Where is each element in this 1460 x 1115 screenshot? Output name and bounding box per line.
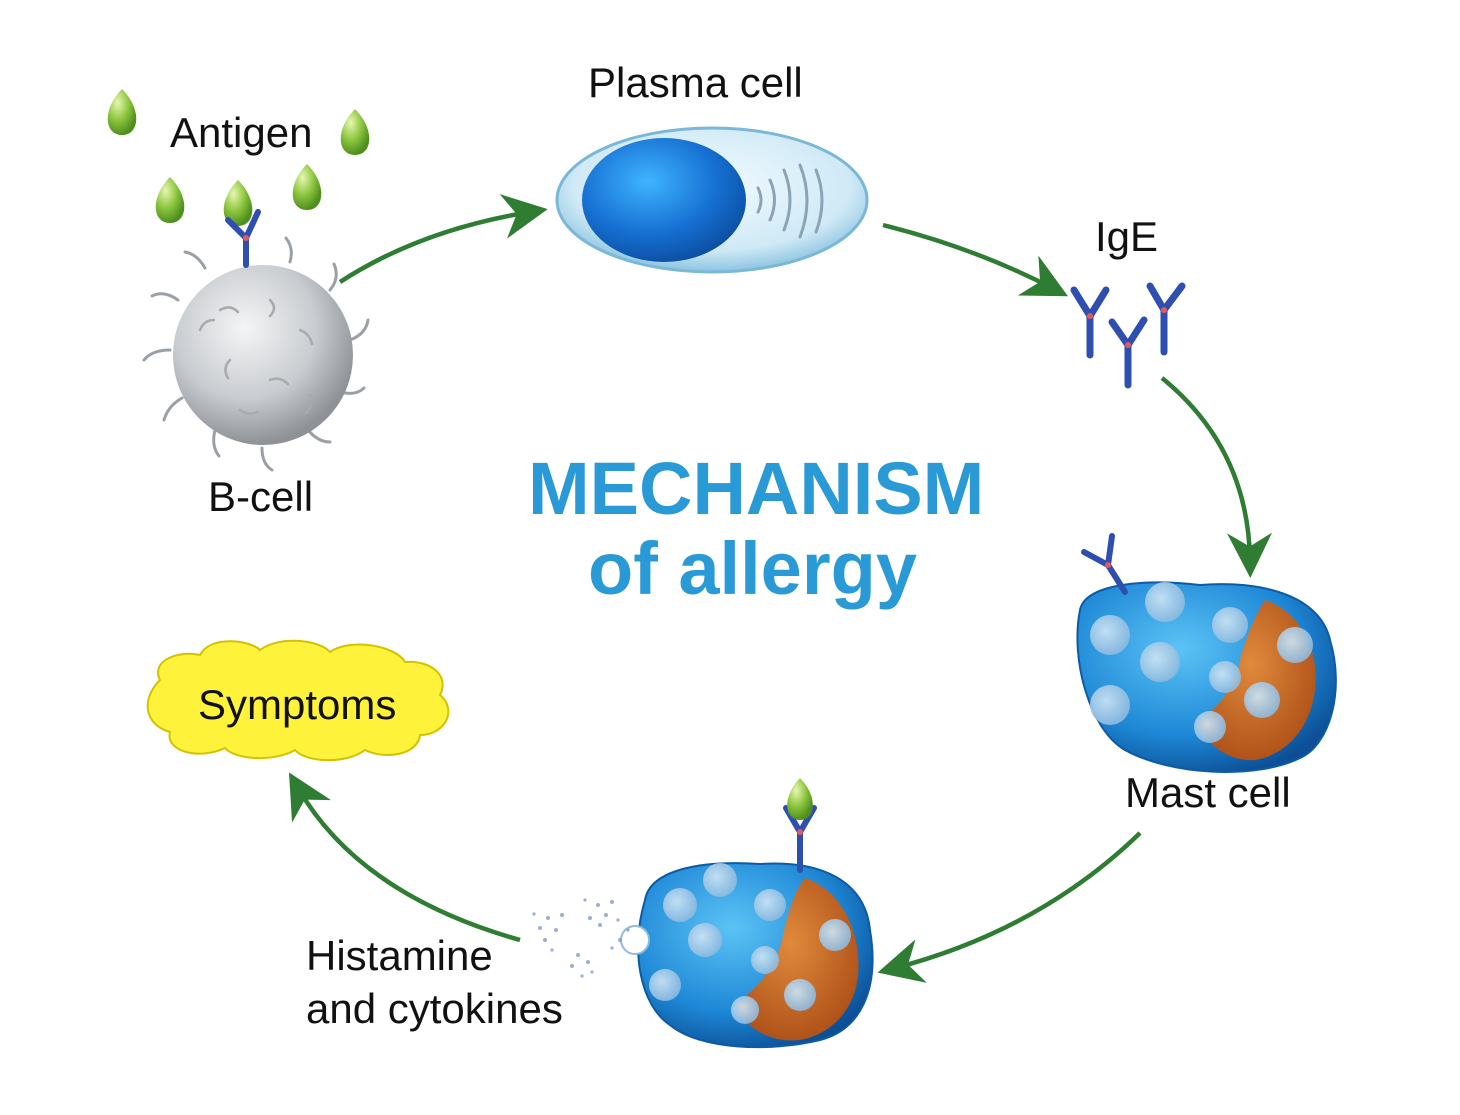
symptoms-label: Symptoms: [198, 681, 397, 728]
arrow-plasma-to-ige: [882, 222, 1068, 297]
plasma-cell: [555, 126, 869, 274]
antigen-label: Antigen: [170, 109, 313, 156]
antigen-icon: [223, 180, 253, 226]
mast-receptor-icon: [1081, 533, 1128, 595]
antigen-icon: [155, 177, 185, 223]
ige-antibodies: [1070, 282, 1186, 389]
antibody-icon: [1146, 282, 1186, 356]
mast-cell-label: Mast cell: [1125, 769, 1291, 816]
activated-mast-cell: [620, 778, 874, 1049]
diagram-title-line2: of allergy: [588, 527, 917, 610]
antigen-icon: [787, 778, 813, 820]
cycle-arrows: [288, 194, 1273, 983]
antigen-icon: [107, 89, 137, 135]
histamine-label-line2: and cytokines: [306, 985, 563, 1032]
b-cell: [142, 209, 370, 472]
arrow-histamine-to-symptoms: [288, 772, 521, 943]
plasma-cell-label: Plasma cell: [588, 59, 803, 106]
diagram-title-line1: MECHANISM: [528, 447, 985, 530]
arrow-mast-to-activated: [877, 831, 1142, 983]
b-cell-label: B-cell: [208, 473, 314, 520]
histamine-label-line1: Histamine: [306, 932, 493, 979]
bcell-receptor-icon: [225, 209, 261, 268]
antigen-icon: [292, 164, 322, 210]
antibody-icon: [1108, 316, 1148, 389]
antigen-group: [107, 89, 370, 226]
symptoms-cloud: [146, 639, 450, 762]
bound-antibody-icon: [783, 805, 817, 873]
histamine-particles: [532, 898, 630, 978]
antigen-icon: [340, 109, 370, 155]
ige-label: IgE: [1095, 213, 1159, 260]
arrow-bcell-to-plasma: [338, 194, 548, 284]
arrow-ige-to-mast: [1160, 376, 1273, 578]
mast-cell: [1076, 533, 1337, 773]
antibody-icon: [1070, 286, 1110, 359]
